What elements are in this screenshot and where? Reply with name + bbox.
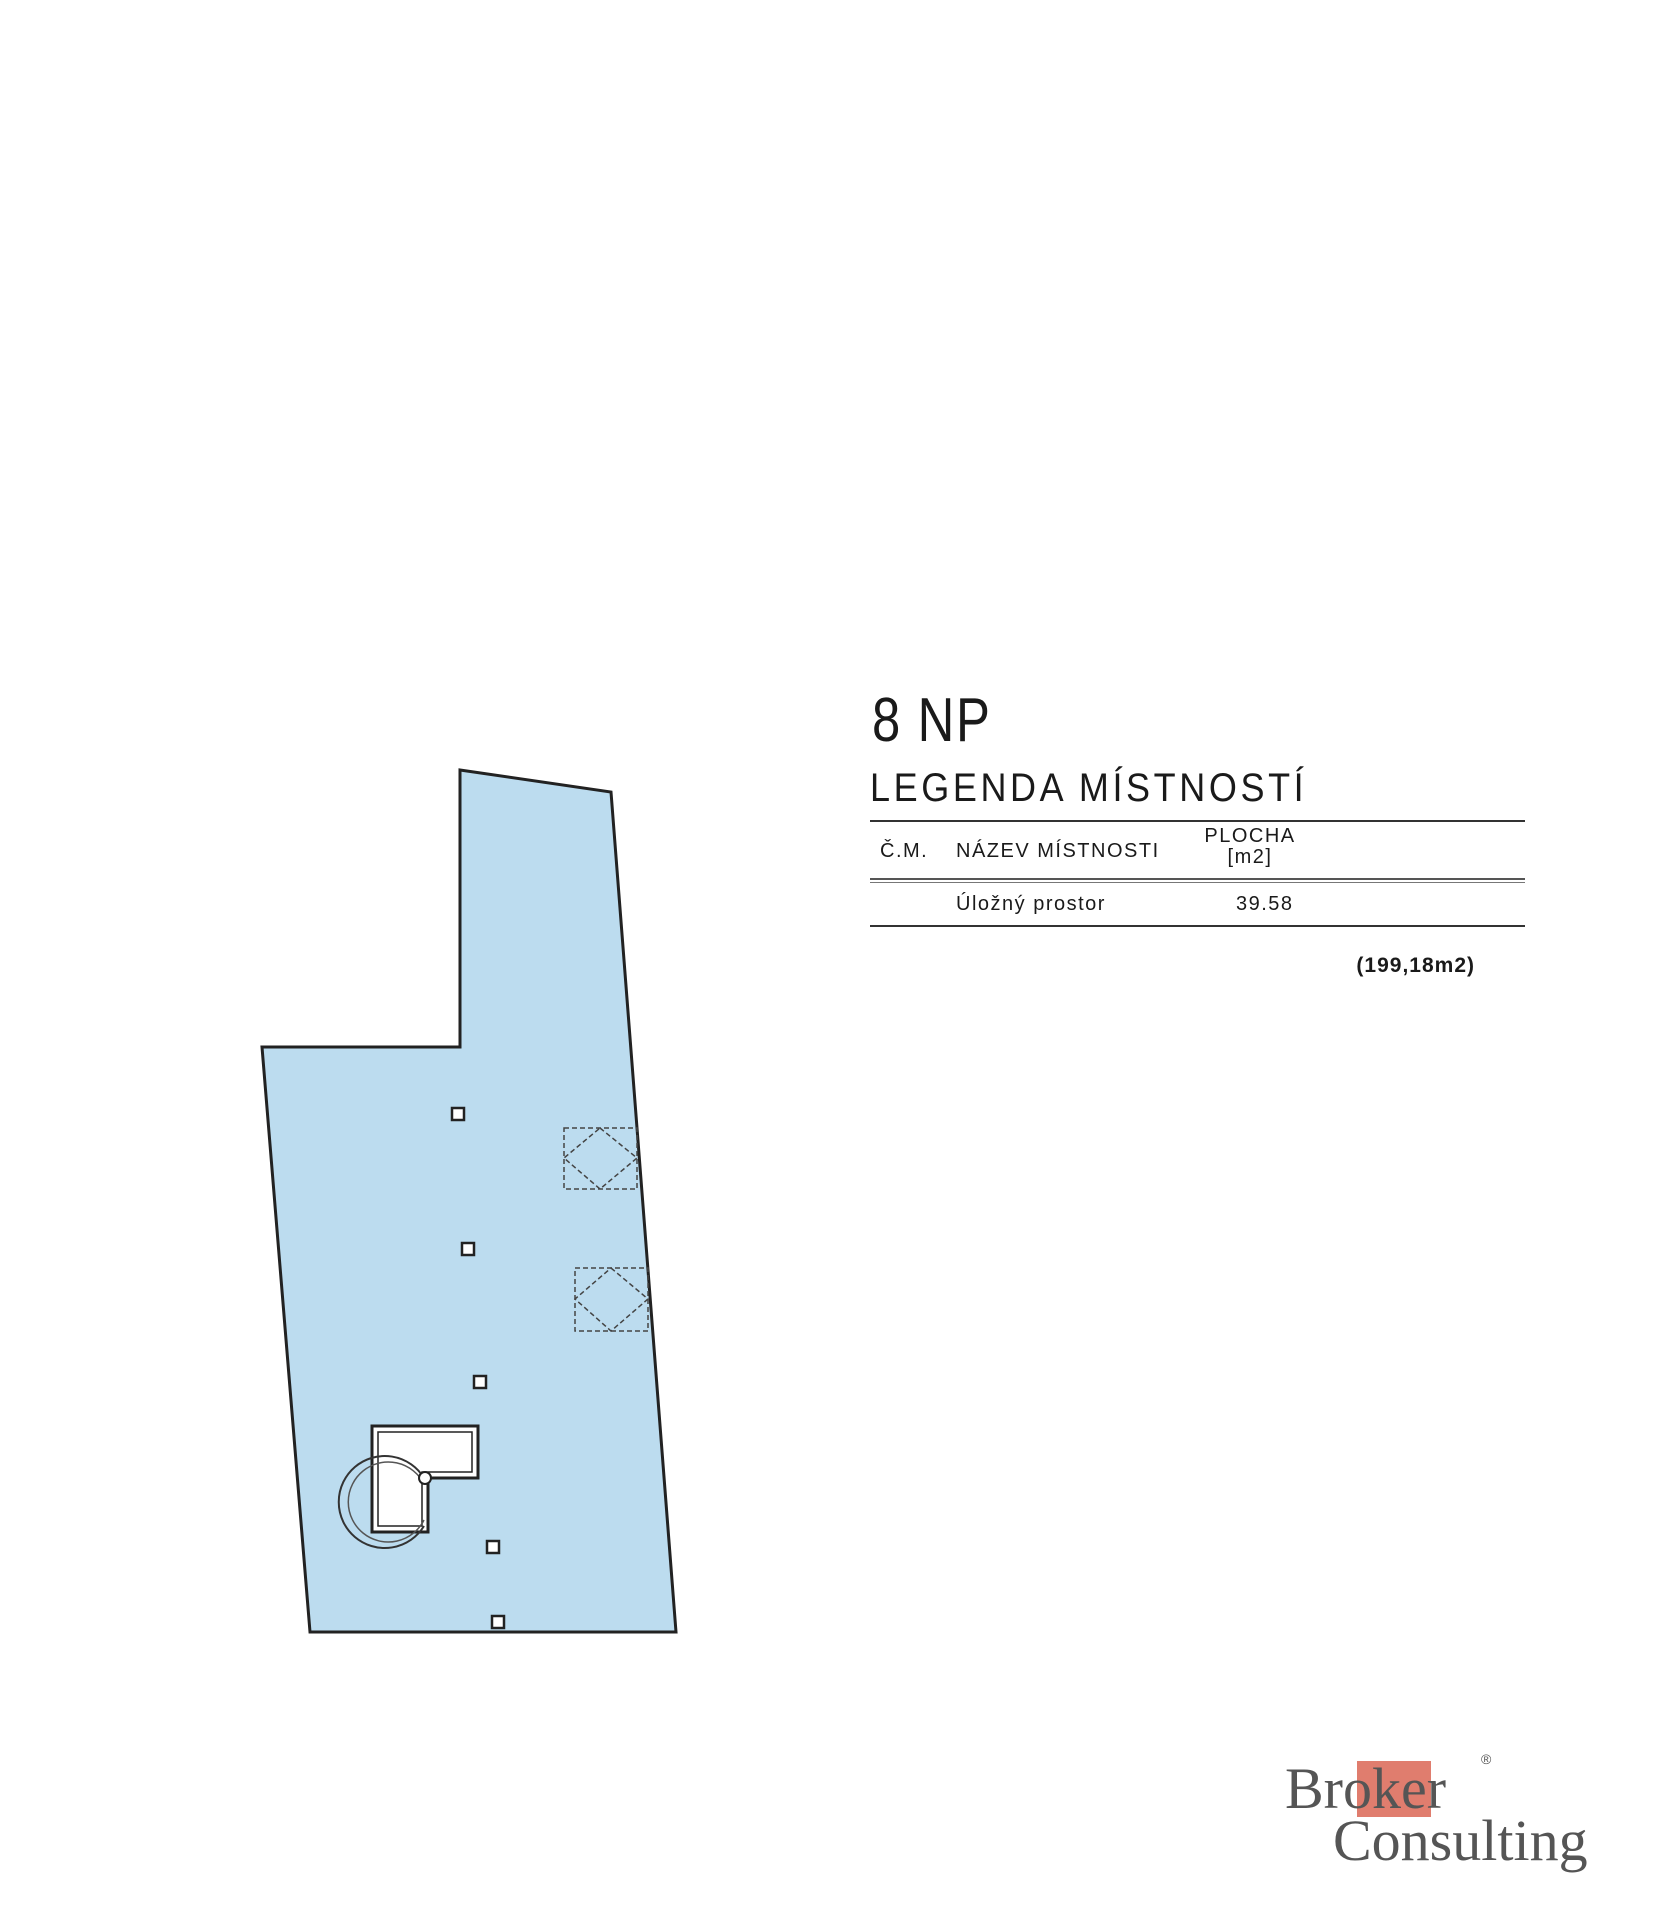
header-room-name: NÁZEV MÍSTNOSTI: [956, 840, 1160, 862]
row-area: 39.58: [1236, 893, 1294, 915]
header-area-label: PLOCHA: [1204, 825, 1296, 847]
logo-registered-mark: ®: [1481, 1751, 1492, 1767]
table-rule-header: [870, 878, 1525, 883]
header-number: Č.M.: [880, 840, 929, 862]
table-header-row: Č.M. NÁZEV MÍSTNOSTI PLOCHA [m2]: [870, 822, 1525, 878]
spiral-staircase: [337, 1424, 480, 1549]
legend-title: LEGENDA MÍSTNOSTÍ: [870, 766, 1308, 810]
column-4: [485, 1539, 501, 1555]
skylight-2: [573, 1267, 650, 1332]
column-5: [490, 1614, 506, 1630]
skylight-1: [562, 1127, 639, 1190]
floor-title: 8 NP: [872, 686, 992, 755]
table-rule-bottom: [870, 925, 1525, 927]
room-legend: 8 NP LEGENDA MÍSTNOSTÍ Č.M. NÁZEV MÍSTNO…: [870, 686, 1525, 977]
broker-consulting-logo: Broker ® Consulting: [1285, 1745, 1625, 1895]
column-1: [450, 1106, 466, 1122]
table-rule-top: [870, 820, 1525, 822]
row-room-name: Úložný prostor: [956, 893, 1106, 915]
header-area: PLOCHA [m2]: [1200, 826, 1300, 868]
table-row[interactable]: Úložný prostor 39.58: [870, 883, 1525, 925]
header-area-unit: [m2]: [1227, 846, 1273, 868]
total-area: (199,18m2): [1356, 954, 1475, 977]
legend-table: Č.M. NÁZEV MÍSTNOSTI PLOCHA [m2] Úložný …: [870, 820, 1525, 977]
room-storage-area[interactable]: [260, 768, 678, 1634]
logo-broker-text: Broker: [1285, 1756, 1447, 1821]
column-3: [472, 1374, 488, 1390]
column-2: [460, 1241, 476, 1257]
logo-accent-block: [1357, 1761, 1431, 1817]
logo-consulting-text: Consulting: [1333, 1808, 1588, 1873]
